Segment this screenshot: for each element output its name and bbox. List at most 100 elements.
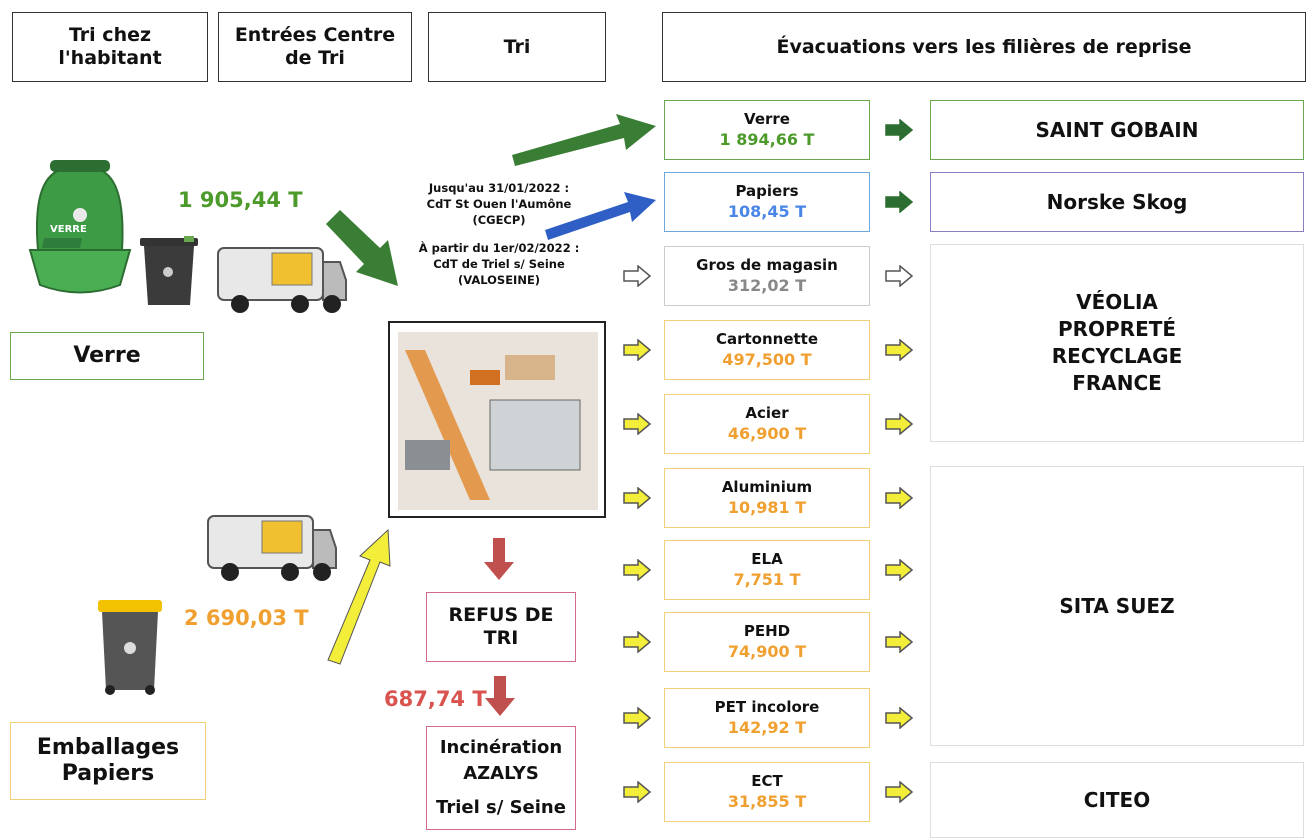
incineration-line1: Incinération <box>439 736 563 758</box>
refus-tonnage: 687,74 T <box>384 687 487 711</box>
arrow-to-destination-icon <box>885 487 914 509</box>
arrow-into-material-icon <box>623 487 652 509</box>
material-name: ELA <box>751 550 783 569</box>
verre-bin-label: VERRE <box>50 224 87 235</box>
material-tonnage: 1 894,66 T <box>719 130 815 150</box>
centre-note-line1: Jusqu'au 31/01/2022 : <box>428 181 570 195</box>
norske-skog-label: Norske Skog <box>1046 190 1188 214</box>
sita-suez-label: SITA SUEZ <box>1059 594 1175 618</box>
arrow-to-verre <box>512 114 656 166</box>
veolia-line4: FRANCE <box>1072 371 1162 395</box>
arrow-to-destination-icon <box>885 191 914 213</box>
arrow-into-material-icon <box>623 339 652 361</box>
veolia-line2: PROPRETÉ <box>1057 317 1177 341</box>
header-evacuations-label: Évacuations vers les filières de reprise <box>776 35 1192 58</box>
arrow-to-destination-icon <box>885 413 914 435</box>
header-entrees-centre-tri: Entrées Centre de Tri <box>218 12 412 82</box>
arrow-into-material-icon <box>623 781 652 803</box>
arrow-to-destination-icon <box>885 707 914 729</box>
destination-sita-suez: SITA SUEZ <box>930 466 1304 746</box>
arrow-into-material-icon <box>623 559 652 581</box>
centre-note-line6: (VALOSEINE) <box>457 273 541 287</box>
arrow-into-material-icon <box>623 265 652 287</box>
arrow-to-destination-icon <box>885 119 914 141</box>
centre-note-line2: CdT St Ouen l'Aumône <box>426 197 572 211</box>
arrow-into-material-icon <box>623 413 652 435</box>
garbage-truck-icon <box>207 515 337 581</box>
veolia-line3: RECYCLAGE <box>1051 344 1183 368</box>
arrow-to-destination-icon <box>885 339 914 361</box>
veolia-line1: VÉOLIA <box>1076 290 1158 314</box>
emballages-label-box: Emballages Papiers <box>10 722 206 800</box>
saint-gobain-label: SAINT GOBAIN <box>1035 118 1199 142</box>
material-name: ECT <box>751 772 783 791</box>
material-tonnage: 312,02 T <box>727 276 807 296</box>
material-name: Gros de magasin <box>696 256 838 275</box>
arrow-to-papiers <box>545 192 656 240</box>
material-name: PEHD <box>743 622 791 641</box>
centre-note-line5: CdT de Triel s/ Seine <box>433 257 565 271</box>
refus-de-tri-label: REFUS DE TRI <box>448 604 554 649</box>
material-tonnage: 74,900 T <box>727 642 807 662</box>
material-tonnage: 46,900 T <box>727 424 807 444</box>
arrow-to-incineration <box>485 676 515 716</box>
incineration-line3: Triel s/ Seine <box>436 797 566 819</box>
sorting-plant-image <box>388 321 606 518</box>
material-name: Cartonnette <box>715 330 819 349</box>
material-name: Aluminium <box>721 478 813 497</box>
material-tonnage: 7,751 T <box>733 570 801 590</box>
material-tonnage: 108,45 T <box>727 202 807 222</box>
header-tri-chez-habitant: Tri chez l'habitant <box>12 12 208 82</box>
arrow-to-destination-icon <box>885 265 914 287</box>
destination-citeo: CITEO <box>930 762 1304 838</box>
arrow-packaging-to-centre <box>327 528 391 665</box>
recycling-bin-icon <box>98 600 162 695</box>
material-tonnage: 497,500 T <box>722 350 812 370</box>
verre-label: Verre <box>73 342 141 368</box>
glass-container-icon <box>28 160 132 294</box>
material-name: Acier <box>745 404 789 423</box>
arrow-into-material-icon <box>623 631 652 653</box>
arrow-to-destination-icon <box>885 781 914 803</box>
centre-note-line4: À partir du 1er/02/2022 : <box>418 241 580 255</box>
header-tri-label: Tri <box>503 35 531 58</box>
destination-norske-skog: Norske Skog <box>930 172 1304 232</box>
emballages-label: Emballages Papiers <box>36 734 180 786</box>
material-name: Verre <box>744 110 790 129</box>
arrow-to-destination-icon <box>885 631 914 653</box>
verre-label-box: Verre <box>10 332 204 380</box>
centre-note: Jusqu'au 31/01/2022 : CdT St Ouen l'Aumô… <box>384 180 614 288</box>
grey-bin-icon <box>140 236 198 305</box>
garbage-truck-icon <box>217 247 347 313</box>
centre-note-line3: (CGECP) <box>472 213 526 227</box>
header-evacuations: Évacuations vers les filières de reprise <box>662 12 1306 82</box>
verre-input-tonnage: 1 905,44 T <box>178 188 303 212</box>
material-name: Papiers <box>735 182 799 201</box>
destination-saint-gobain: SAINT GOBAIN <box>930 100 1304 160</box>
emballages-input-tonnage: 2 690,03 T <box>184 606 309 630</box>
citeo-label: CITEO <box>1083 788 1151 812</box>
arrow-into-material-icon <box>623 707 652 729</box>
arrow-to-refus <box>484 538 514 580</box>
header-tri: Tri <box>428 12 606 82</box>
destination-veolia: VÉOLIA PROPRETÉ RECYCLAGE FRANCE <box>930 244 1304 442</box>
material-tonnage: 31,855 T <box>727 792 807 812</box>
arrow-glass-to-centre <box>326 210 398 286</box>
material-tonnage: 142,92 T <box>727 718 807 738</box>
arrow-to-destination-icon <box>885 559 914 581</box>
incineration-box: Incinération AZALYS Triel s/ Seine <box>426 726 576 830</box>
material-tonnage: 10,981 T <box>727 498 807 518</box>
header-tri-chez-habitant-label: Tri chez l'habitant <box>58 24 162 69</box>
refus-de-tri-box: REFUS DE TRI <box>426 592 576 662</box>
